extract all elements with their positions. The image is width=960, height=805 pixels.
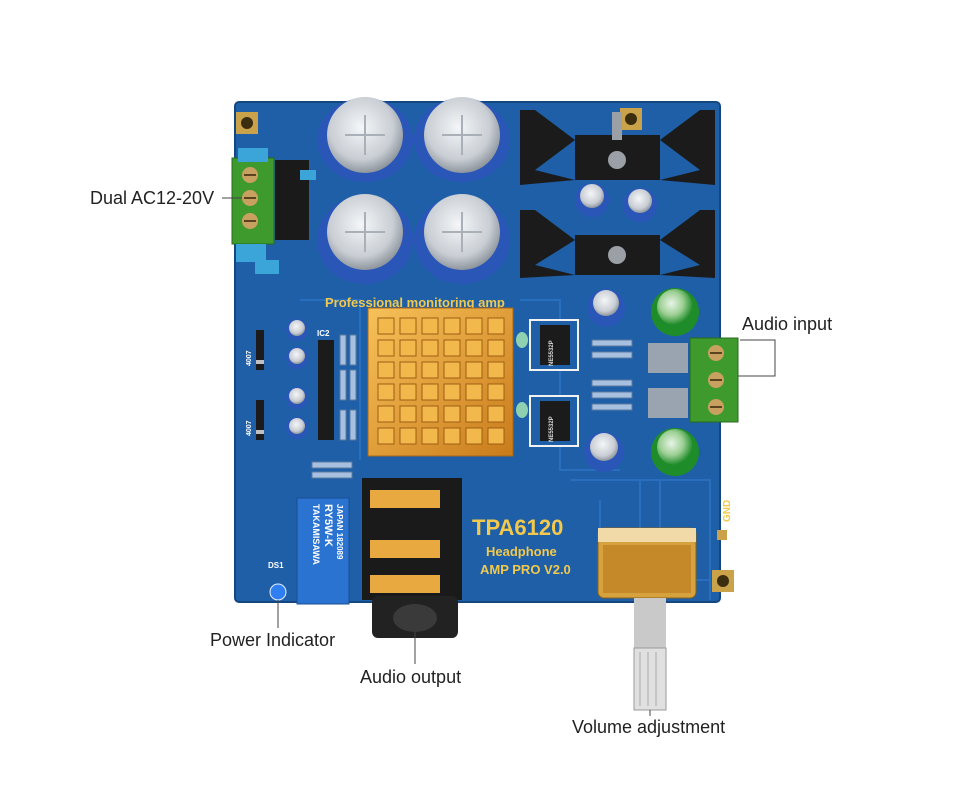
volume-potentiometer bbox=[597, 527, 697, 711]
ic2-label: IC2 bbox=[317, 329, 330, 338]
board-subtitle1: Headphone bbox=[486, 544, 557, 559]
silkscreen-top: Professional monitoring amp bbox=[325, 295, 505, 310]
ds1-label: DS1 bbox=[268, 561, 284, 570]
power-led bbox=[269, 583, 287, 601]
diodes: 4007 4007 bbox=[246, 330, 264, 440]
regulator-heatsinks bbox=[520, 110, 715, 278]
audio-output-callout: Audio output bbox=[360, 667, 462, 687]
opamps: NE5532P NE5532P bbox=[516, 319, 579, 447]
diode1-label: 4007 bbox=[246, 350, 253, 366]
audio-capacitors bbox=[651, 288, 699, 476]
board-subtitle2: AMP PRO V2.0 bbox=[480, 562, 571, 577]
audio-input-callout: Audio input bbox=[742, 314, 833, 334]
diode2-label: 4007 bbox=[246, 420, 253, 436]
callout-lines bbox=[222, 197, 776, 716]
mounting-holes bbox=[236, 108, 734, 592]
small-capacitors bbox=[286, 183, 657, 472]
opamp1-label: NE5532P bbox=[549, 340, 555, 366]
main-capacitors bbox=[317, 97, 510, 284]
power-input-callout: Dual AC12-20V bbox=[90, 188, 215, 208]
gold-heatsink bbox=[367, 307, 514, 457]
headphone-jack bbox=[362, 478, 462, 638]
power-terminal bbox=[231, 148, 275, 245]
relay-brand: TAKAMISAWA bbox=[311, 504, 321, 565]
gnd-label: GND bbox=[722, 500, 733, 522]
relay-model: RY5W-K bbox=[322, 504, 334, 547]
board-title: TPA6120 bbox=[472, 515, 563, 540]
relay: TAKAMISAWA RY5W-K JAPAN 182089 bbox=[296, 497, 350, 605]
opamp2-label: NE5532P bbox=[549, 416, 555, 442]
audio-input-terminal bbox=[648, 337, 739, 423]
relay-origin: JAPAN 182089 bbox=[335, 504, 344, 560]
ic2-chip bbox=[318, 340, 334, 440]
resistors bbox=[311, 334, 633, 479]
fuse-holder bbox=[236, 244, 266, 262]
volume-callout: Volume adjustment bbox=[572, 717, 726, 737]
power-indicator-callout: Power Indicator bbox=[210, 630, 336, 650]
